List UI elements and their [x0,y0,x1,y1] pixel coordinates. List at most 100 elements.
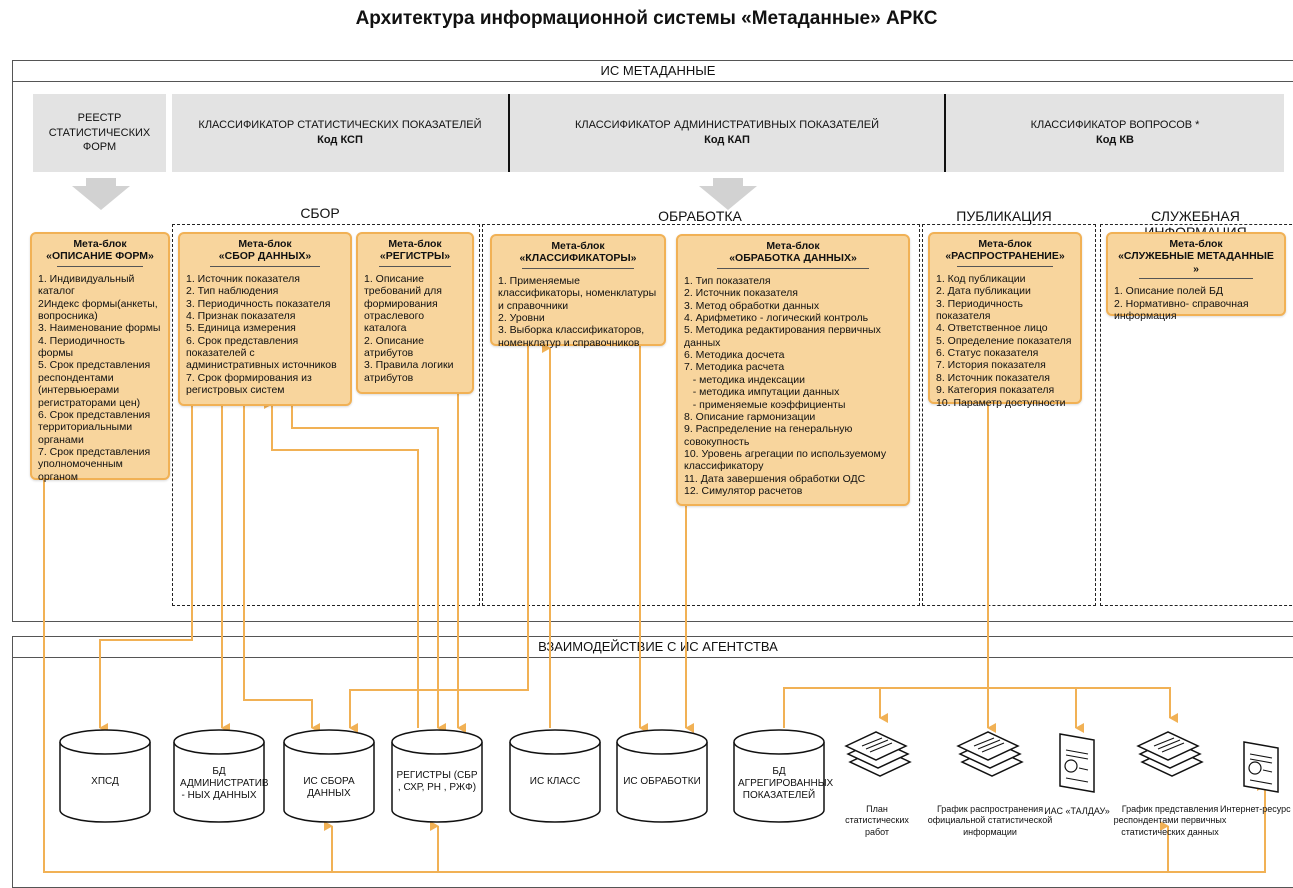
metablock-distribution-h2: «РАСПРОСТРАНЕНИЕ» [945,250,1065,263]
connector-line [349,346,529,733]
list-item: 1. Код публикации [936,272,1026,285]
classifier-kv-code: Код КВ [1096,134,1134,146]
list-item: 4. Ответственное лицо [936,322,1048,335]
list-item: 5. Единица измерения [186,322,296,335]
list-item: 8. Описание гармонизации [684,410,816,423]
list-item: 1. Индивидуальный каталог [38,272,138,298]
metadata-system-frame: ИС МЕТАДАННЫЕ [12,60,1293,622]
list-item: 10. Параметр доступности [936,396,1066,409]
db-label: БД АДМИНИСТРАТИВ - НЫХ ДАННЫХ [180,766,269,801]
stacked-documents-icon [956,731,1024,777]
doc-label: ИАС «ТАЛДАУ» [1044,806,1110,816]
list-item: 1. Источник показателя [186,272,300,285]
metadata-system-label: ИС МЕТАДАННЫЕ [13,61,1293,82]
db-admin: БД АДМИНИСТРАТИВ - НЫХ ДАННЫХ [172,728,269,824]
database-icon [733,729,825,823]
divider [716,267,870,269]
list-item: 7. Срок формирования из регистровых сист… [186,371,315,397]
list-item: 7. Методика расчета [684,361,785,374]
db-label: ХПСД [91,776,119,787]
classifier-ksp-name: КЛАССИФИКАТОР СТАТИСТИЧЕСКИХ ПОКАЗАТЕЛЕЙ [198,119,482,132]
metablock-collect-h2: «СБОР ДАННЫХ» [218,250,312,263]
database-icon [616,729,708,823]
db-registers: РЕГИСТРЫ (СБР , СХР, РН , РЖФ) [390,728,484,824]
metablock-service-h2: «СЛУЖЕБНЫЕ МЕТАДАННЫЕ » [1118,250,1274,275]
doc-label: График распространения официальной стати… [927,804,1053,837]
doc-label: Интернет-ресурс [1220,804,1291,814]
metablock-classifiers: Мета-блок «КЛАССИФИКАТОРЫ» 1. Применяемы… [490,234,666,349]
list-item: 3. Периодичность показателя [186,297,331,310]
db-collection: ИС СБОРА ДАННЫХ [282,728,376,824]
document-with-seal-icon [1243,741,1279,793]
list-item: 1. Применяемые классификаторы, номенклат… [498,274,660,312]
list-item: 4. Признак показателя [186,309,296,322]
metablock-service: Мета-блок «СЛУЖЕБНЫЕ МЕТАДАННЫЕ » 1. Опи… [1106,232,1286,322]
agency-interaction-label: ВЗАИМОДЕЙСТВИЕ С ИС АГЕНТСТВА [13,637,1293,658]
list-item: 3. Метод обработки данных [684,299,820,312]
list-item: 12. Симулятор расчетов [684,485,803,498]
list-item: 1. Описание полей БД [1114,285,1223,298]
connector-line [99,404,193,733]
classifier-kap-code: Код КАП [704,134,750,146]
list-item: 6. Срок представления территориальными о… [38,408,154,446]
list-item: 2. Нормативно- справочная информация [1114,297,1252,322]
db-aggregated: БД АГРЕГИРОВАННЫХ ПОКАЗАТЕЛЕЙ [732,728,834,824]
list-item: 7. История показателя [936,359,1046,372]
list-item: 2. Источник показателя [684,287,798,300]
list-item: 1. Описание требований для формирования … [364,272,445,335]
metablock-distribution: Мета-блок «РАСПРОСТРАНЕНИЕ» 1. Код публи… [928,232,1082,409]
list-item: 10. Уровень агрегации по используемому к… [684,448,890,473]
doc-respondent-schedule: График представления респондентами перви… [1114,718,1226,837]
connector-line [264,399,419,728]
db-processing: ИС ОБРАБОТКИ [615,728,709,824]
list-item: 2Индекс формы(анкеты, вопросника) [38,297,161,322]
list-item: 2. Описание атрибутов [364,334,427,359]
metablock-forms-h2: «ОПИСАНИЕ ФОРМ» [46,250,154,263]
doc-label: План статистических работ [845,804,909,837]
classifier-kap-name: КЛАССИФИКАТОР АДМИНИСТРАТИВНЫХ ПОКАЗАТЕЛ… [574,119,880,132]
list-item: 2. Тип наблюдения [186,285,279,298]
classifier-kv-header: КЛАССИФИКАТОР ВОПРОСОВ * Код КВ [946,94,1284,172]
divider [956,265,1054,267]
connector-line [43,480,1266,873]
classifier-kap-header: КЛАССИФИКАТОР АДМИНИСТРАТИВНЫХ ПОКАЗАТЕЛ… [510,94,944,172]
registry-line1: РЕЕСТР [77,111,122,124]
metablock-collect-h1: Мета-блок [238,238,292,250]
metablock-registers-h2: «РЕГИСТРЫ» [379,250,451,263]
divider [522,267,634,269]
database-icon [391,729,483,823]
list-item: 5. Срок представления респондентами (инт… [38,359,154,409]
service-section-box [1100,224,1293,606]
diagram-title: Архитектура информационной системы «Мета… [355,8,938,29]
connector-line [291,404,446,733]
list-item: 5. Определение показателя [936,334,1072,347]
divider [56,265,144,267]
list-item: 9. Категория показателя [936,384,1055,397]
doc-distribution-schedule: График распространения официальной стати… [928,718,1052,837]
document-with-seal-icon [1059,733,1095,793]
classifier-down-arrow [699,178,757,210]
list-item: 6. Методика досчета [684,349,785,361]
classifier-ksp-header: КЛАССИФИКАТОР СТАТИСТИЧЕСКИХ ПОКАЗАТЕЛЕЙ… [172,94,508,172]
classifier-divider [944,94,946,172]
connector-line [243,404,320,733]
list-item: 3. Наименование формы [38,322,161,335]
collect-section-box [172,224,480,606]
section-collect-label: СБОР [300,205,340,221]
divider [379,265,451,267]
db-label: ИС КЛАСС [529,776,581,787]
divider [209,265,321,267]
db-label: ИС СБОРА ДАННЫХ [303,776,355,799]
database-icon [509,729,601,823]
db-label: БД АГРЕГИРОВАННЫХ ПОКАЗАТЕЛЕЙ [738,766,834,801]
classifier-ksp-code: Код КСП [317,134,363,146]
divider [1138,278,1254,280]
list-item: 4. Периодичность формы [38,334,128,359]
database-icon [59,729,151,823]
metablock-forms-h1: Мета-блок [73,238,127,250]
list-item: 3. Правила логики атрибутов [364,359,457,384]
list-item: 6. Статус показателя [936,347,1039,359]
metablock-processing-h2: «ОБРАБОТКА ДАННЫХ» [729,252,857,265]
metablock-collect: Мета-блок «СБОР ДАННЫХ» 1. Источник пока… [178,232,352,406]
